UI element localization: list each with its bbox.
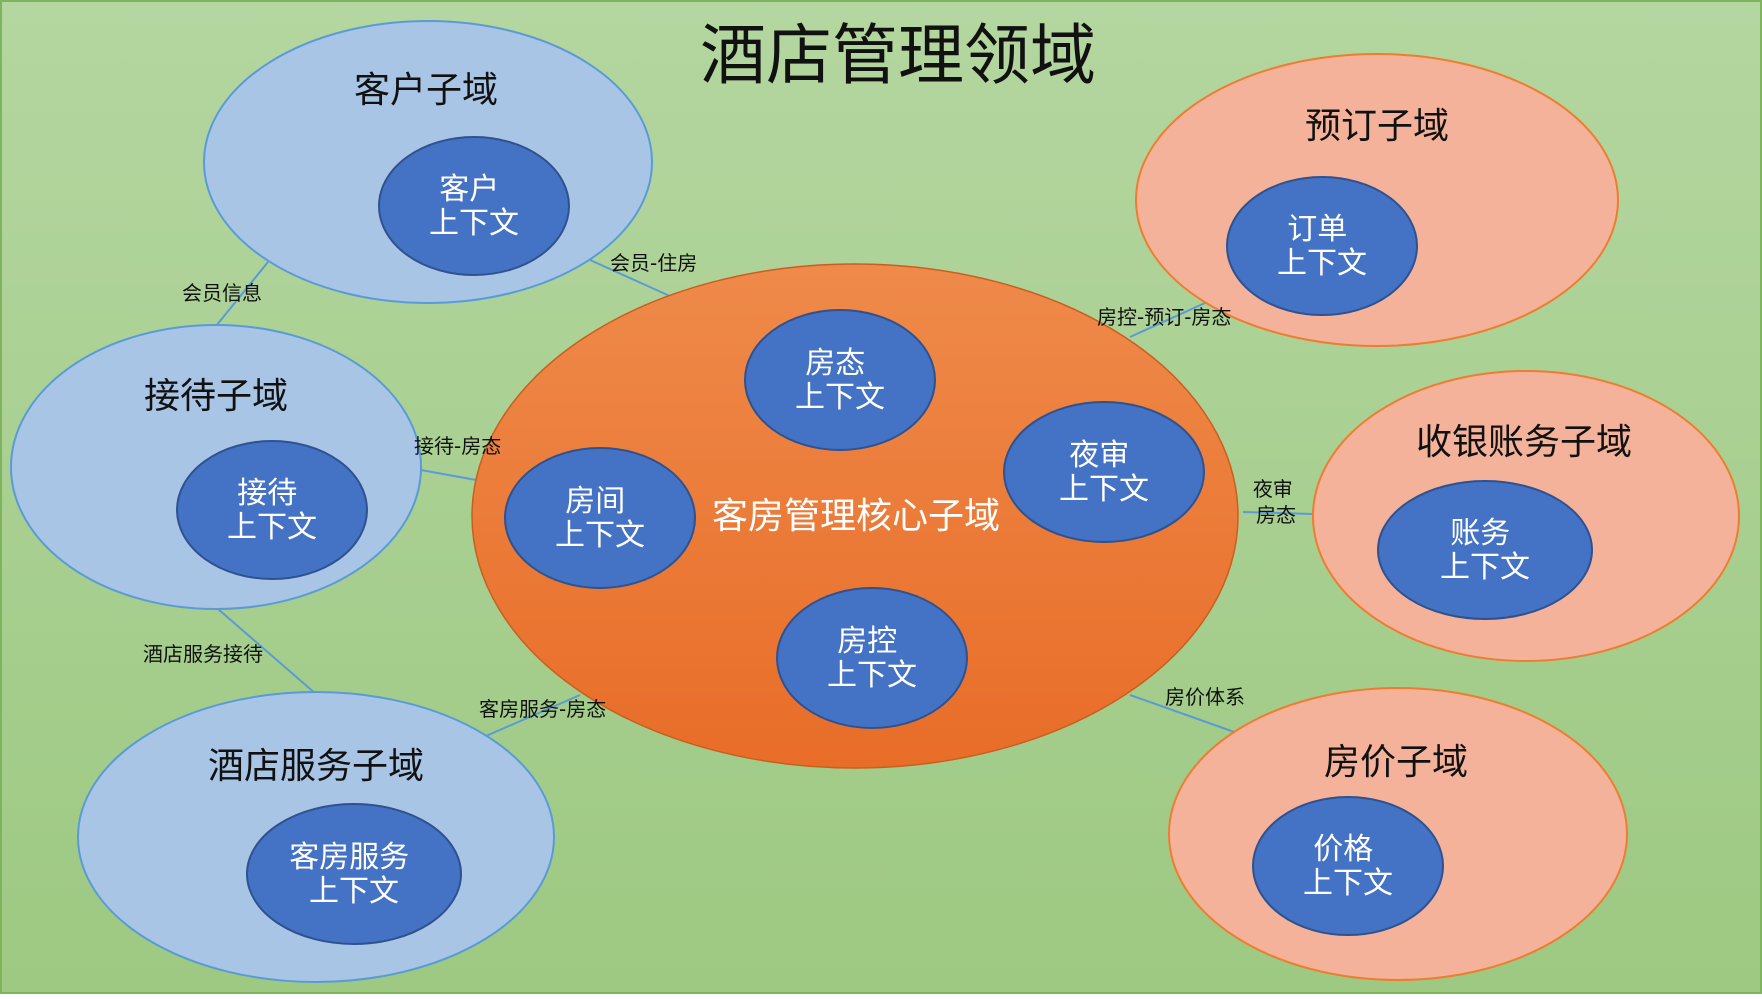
link-customer-reception: [215, 261, 269, 327]
svg-text:夜审 上下文: 夜审 上下文: [1059, 438, 1149, 507]
context-room-control-ellipse: [776, 587, 968, 729]
context-night-audit-suffix: 上下文: [1059, 472, 1149, 507]
link-hotel-service-core: [485, 694, 581, 737]
link-price-core: [1129, 694, 1238, 734]
svg-text:夜审 房态: 夜审 房态: [1253, 477, 1299, 527]
link-cashier-core: [1242, 511, 1314, 515]
svg-text:房控 上下文: 房控 上下文: [827, 624, 917, 693]
context-reception-name: 接待: [237, 476, 297, 511]
subdomain-customer-label: 客户子域: [354, 70, 498, 111]
svg-text:房态 上下文: 房态 上下文: [795, 346, 885, 415]
context-room-price-name: 价格: [1313, 832, 1373, 867]
relation-member-info: 会员信息: [182, 281, 262, 305]
connectors: [215, 259, 1314, 737]
context-customer-suffix: 上下文: [429, 206, 519, 241]
context-room: 房间 上下文: [504, 447, 696, 589]
context-night-audit-ellipse: [1003, 401, 1205, 543]
subdomain-cashier-label: 收银账务子域: [1416, 422, 1632, 463]
subdomain-hotel-service-label: 酒店服务子域: [208, 746, 424, 787]
relation-room-service-state: 客房服务-房态: [479, 697, 606, 721]
svg-text:价格 上下文: 价格 上下文: [1303, 832, 1393, 901]
core-subdomain: [471, 263, 1239, 769]
svg-text:房间 上下文: 房间 上下文: [555, 484, 645, 553]
subdomain-hotel-service: 酒店服务子域 客房服务 上下文: [77, 691, 555, 983]
link-reception-hotel-service: [217, 608, 317, 695]
relation-night-audit-state-line2: 房态: [1256, 503, 1296, 527]
relation-night-audit-state-line1: 夜审: [1253, 477, 1293, 501]
context-reception-suffix: 上下文: [227, 510, 317, 545]
context-room-control-suffix: 上下文: [827, 658, 917, 693]
context-cashier-name: 账务: [1450, 516, 1510, 551]
svg-text:账务 上下文: 账务 上下文: [1440, 516, 1530, 585]
subdomain-reception: 接待子域 接待 上下文: [10, 324, 422, 610]
context-reception-ellipse: [176, 440, 368, 580]
subdomain-booking-label: 预订子域: [1305, 106, 1449, 147]
context-customer-ellipse: [378, 136, 570, 276]
context-booking-ellipse: [1226, 176, 1418, 316]
subdomain-customer: 客户子域 客户 上下文: [203, 20, 653, 304]
svg-text:客户 上下文: 客户 上下文: [429, 172, 519, 241]
context-hotel-service-name: 客房服务: [289, 840, 409, 875]
svg-text:订单 上下文: 订单 上下文: [1277, 212, 1367, 281]
link-booking-core: [1129, 302, 1206, 338]
subdomain-reception-label: 接待子域: [144, 376, 288, 417]
context-room-ellipse: [504, 447, 696, 589]
context-cashier-ellipse: [1377, 480, 1593, 620]
context-booking-name: 订单: [1287, 212, 1347, 247]
subdomain-room-price-label: 房价子域: [1324, 742, 1468, 783]
context-room-control-name: 房控: [837, 624, 897, 659]
context-hotel-service-suffix: 上下文: [309, 874, 399, 909]
context-room-price-suffix: 上下文: [1303, 866, 1393, 901]
context-booking-suffix: 上下文: [1277, 246, 1367, 281]
context-cashier-suffix: 上下文: [1440, 550, 1530, 585]
relation-reception-state: 接待-房态: [414, 434, 501, 458]
svg-text:接待 上下文: 接待 上下文: [227, 476, 317, 545]
svg-text:客房服务 上下文: 客房服务 上下文: [289, 840, 419, 909]
context-room-suffix: 上下文: [555, 518, 645, 553]
context-room-state-name: 房态: [805, 346, 865, 381]
context-room-state: 房态 上下文: [744, 309, 936, 451]
context-hotel-service-ellipse: [246, 803, 462, 945]
link-customer-core: [589, 259, 673, 298]
link-reception-core: [420, 469, 477, 481]
context-night-audit-name: 夜审: [1069, 438, 1129, 473]
context-room-control: 房控 上下文: [776, 587, 968, 729]
subdomain-cashier: 收银账务子域 账务 上下文: [1312, 370, 1740, 662]
context-room-name: 房间: [565, 484, 625, 519]
relation-price-system: 房价体系: [1165, 685, 1245, 709]
diagram-title: 酒店管理领域: [700, 17, 1096, 94]
context-room-price-ellipse: [1252, 796, 1444, 936]
subdomain-booking: 预订子域 订单 上下文: [1135, 53, 1619, 347]
context-customer-name: 客户: [439, 172, 499, 207]
relation-labels: 会员-住房 会员信息 接待-房态 酒店服务接待 客房服务-房态 房控-预订-房态…: [143, 251, 1299, 721]
context-room-state-suffix: 上下文: [795, 380, 885, 415]
core-subdomain-label: 客房管理核心子域: [712, 496, 1000, 537]
context-room-state-ellipse: [744, 309, 936, 451]
context-night-audit: 夜审 上下文: [1003, 401, 1205, 543]
relation-control-booking-state: 房控-预订-房态: [1097, 305, 1231, 329]
relation-member-stay: 会员-住房: [610, 251, 697, 275]
subdomain-room-price: 房价子域 价格 上下文: [1168, 687, 1628, 981]
relation-hotel-service-reception: 酒店服务接待: [143, 642, 263, 666]
